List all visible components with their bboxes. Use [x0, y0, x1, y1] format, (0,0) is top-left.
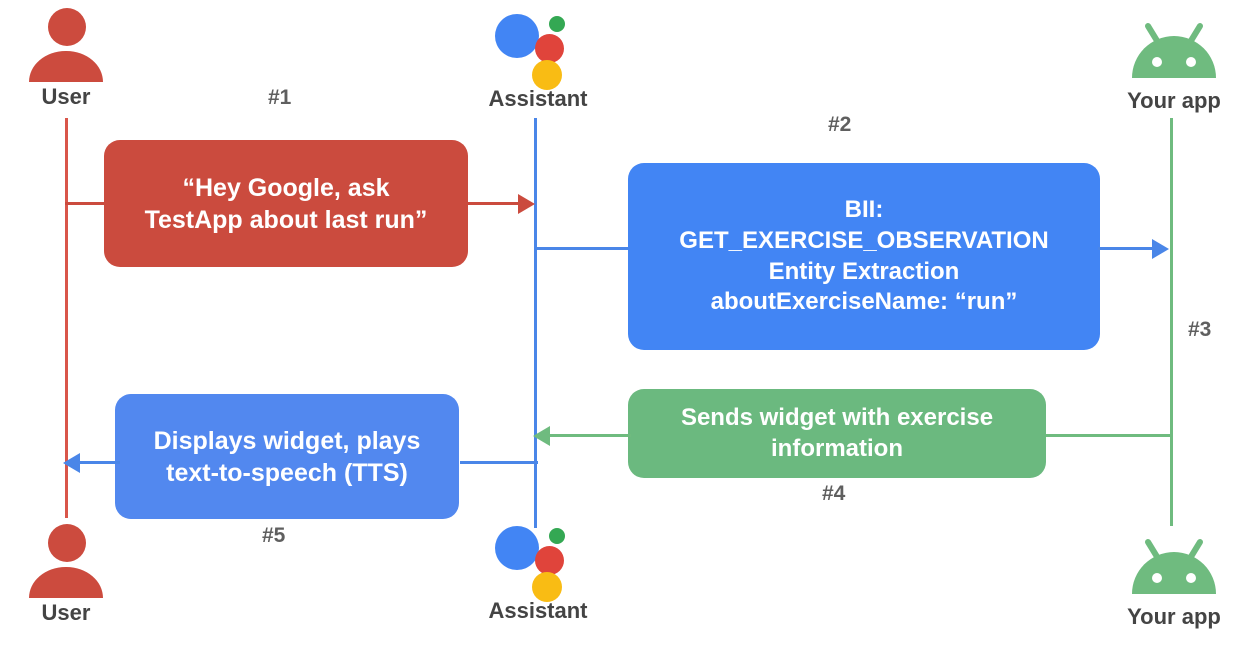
user-head-shape	[48, 8, 86, 46]
message-2-line-2: GET_EXERCISE_OBSERVATION	[679, 226, 1049, 254]
message-1-line-1: “Hey Google, ask	[182, 173, 390, 202]
step-label-1: #1	[268, 86, 292, 109]
arrowhead-msg5-left	[63, 453, 80, 473]
connector-msg5-to-user	[76, 461, 120, 464]
step-label-4: #4	[822, 482, 846, 505]
actor-label-assistant-top: Assistant	[488, 86, 588, 111]
arrowhead-msg4-left	[533, 426, 550, 446]
google-assistant-icon	[493, 8, 583, 90]
actor-label-your-app-bottom: Your app	[1127, 604, 1221, 629]
android-icon-svg	[1132, 539, 1216, 594]
message-4-line-1: Sends widget with exercise	[680, 403, 994, 431]
actor-label-your-app-top: Your app	[1127, 88, 1221, 113]
assistant-dot-yellow	[532, 572, 562, 602]
message-box-4[interactable]: Sends widget with exercise information	[628, 389, 1046, 478]
actor-user-bottom: User	[6, 524, 126, 626]
actor-label-user-top: User	[41, 84, 91, 109]
actor-label-user-bottom: User	[41, 600, 91, 625]
user-icon	[27, 524, 105, 598]
message-5-line-2: text-to-speech (TTS)	[166, 458, 408, 487]
actor-assistant-bottom: Assistant	[478, 520, 598, 624]
assistant-dot-green	[549, 16, 565, 32]
connector-app-to-msg4	[1044, 434, 1172, 437]
connector-user-to-msg1	[65, 202, 110, 205]
arrowhead-msg2-right	[1152, 239, 1169, 259]
actor-user-top: User	[6, 8, 126, 110]
lifeline-your-app	[1170, 118, 1173, 526]
connector-msg4-to-assistant	[545, 434, 631, 437]
arrowhead-msg1-right	[518, 194, 535, 214]
assistant-dot-blue	[495, 526, 539, 570]
connector-msg1-to-assistant	[466, 202, 522, 205]
assistant-dot-red	[535, 34, 564, 63]
message-box-2[interactable]: BII: GET_EXERCISE_OBSERVATION Entity Ext…	[628, 163, 1100, 350]
assistant-dot-green	[549, 528, 565, 544]
step-label-2: #2	[828, 113, 852, 136]
user-body-shape	[29, 51, 103, 82]
step-label-3: #3	[1188, 318, 1212, 341]
android-icon	[1126, 528, 1222, 600]
actor-assistant-top: Assistant	[478, 8, 598, 112]
message-box-5[interactable]: Displays widget, plays text-to-speech (T…	[115, 394, 459, 519]
message-box-1[interactable]: “Hey Google, ask TestApp about last run”	[104, 140, 468, 267]
user-head-shape	[48, 524, 86, 562]
message-2-line-4: aboutExerciseName: “run”	[710, 288, 1018, 316]
google-assistant-icon	[493, 520, 583, 602]
assistant-dot-yellow	[532, 60, 562, 90]
lifeline-assistant	[534, 118, 537, 528]
user-body-shape	[29, 567, 103, 598]
message-2-line-1: BII:	[844, 196, 884, 224]
step-label-5: #5	[262, 524, 286, 547]
user-icon	[27, 8, 105, 82]
android-icon-svg	[1132, 23, 1216, 78]
message-2-line-3: Entity Extraction	[768, 257, 960, 285]
assistant-dot-red	[535, 546, 564, 575]
message-4-line-2: information	[771, 434, 903, 462]
actor-label-assistant-bottom: Assistant	[488, 598, 588, 623]
connector-msg2-to-app	[1098, 247, 1160, 250]
message-1-line-2: TestApp about last run”	[144, 205, 428, 234]
actor-your-app-top: Your app	[1112, 12, 1236, 114]
lifeline-user	[65, 118, 68, 518]
message-5-line-1: Displays widget, plays	[153, 426, 421, 455]
connector-assistant-to-msg5	[460, 461, 538, 464]
connector-assistant-to-msg2	[534, 247, 634, 250]
android-icon	[1126, 12, 1222, 84]
actor-your-app-bottom: Your app	[1112, 528, 1236, 630]
assistant-dot-blue	[495, 14, 539, 58]
